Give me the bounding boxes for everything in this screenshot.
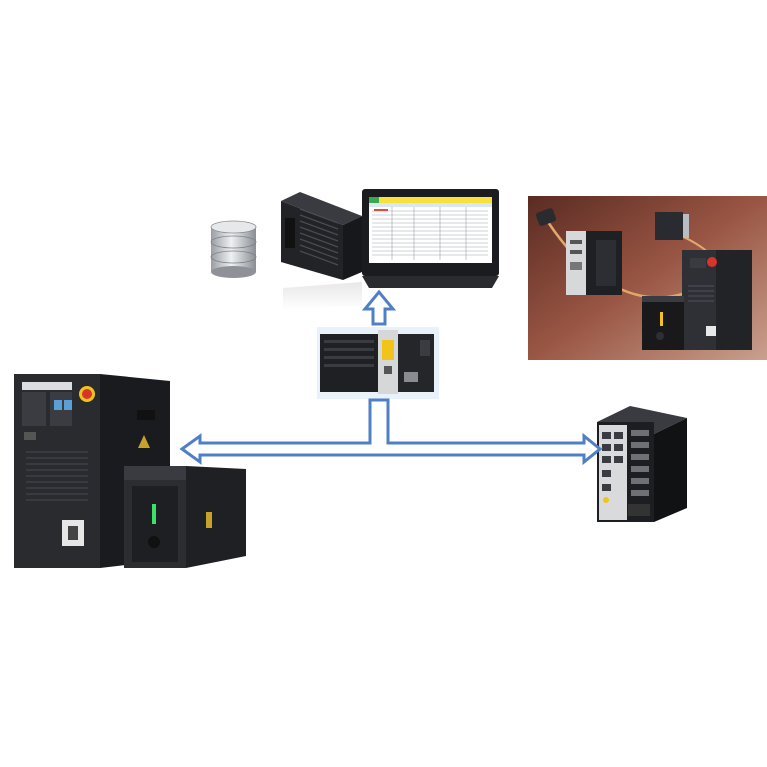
plc-controller [317, 327, 439, 399]
network-arrows [179, 289, 603, 466]
monitor-screen [369, 197, 492, 263]
pc-front-panel [285, 218, 295, 248]
robot-system-photo [528, 196, 767, 360]
industrial-pc [281, 192, 362, 310]
bus-arrow-bidirectional [179, 398, 603, 466]
industrial-switch [597, 406, 687, 522]
monitor [362, 189, 499, 288]
database-icon [210, 220, 257, 278]
robot-controller-cabinet [14, 374, 246, 568]
up-arrow-to-monitor [361, 289, 397, 326]
